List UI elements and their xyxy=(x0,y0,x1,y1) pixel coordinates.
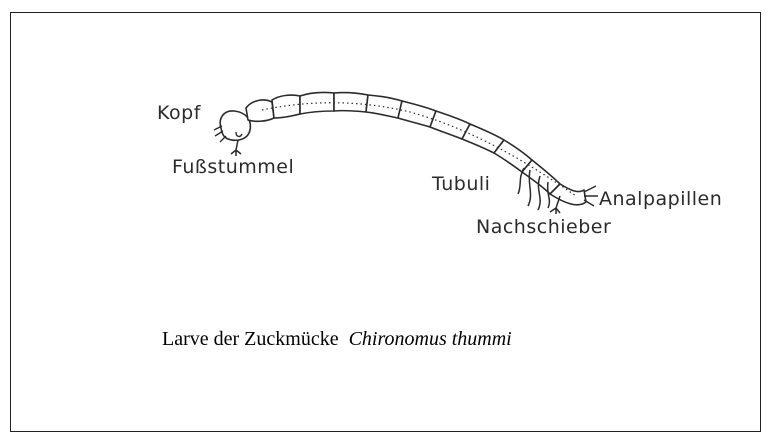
caption-species: Chironomus thummi xyxy=(349,328,512,350)
anterior-prolegs xyxy=(231,140,241,156)
larva-segment xyxy=(398,101,436,127)
posterior-prolegs xyxy=(550,196,560,214)
label-head: Kopf xyxy=(157,102,201,124)
figure-caption: Larve der Zuckmücke Chironomus thummi xyxy=(162,328,512,351)
label-prolegs: Fußstummel xyxy=(172,156,294,178)
larva-segment xyxy=(246,100,274,121)
label-anal-papillae: Analpapillen xyxy=(599,188,722,210)
label-tubuli: Tubuli xyxy=(432,173,490,195)
larva-segment xyxy=(272,95,300,118)
caption-text: Larve der Zuckmücke xyxy=(162,328,339,350)
label-posterior-prolegs: Nachschieber xyxy=(476,216,611,238)
anal-papillae xyxy=(584,186,598,206)
larva-head xyxy=(220,111,250,140)
